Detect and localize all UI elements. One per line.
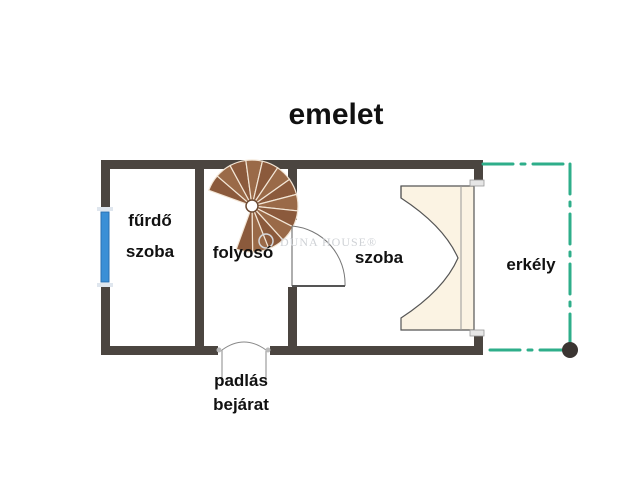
bottom-wall-right (270, 346, 483, 355)
spiral-staircase (208, 159, 299, 253)
room-label: szoba (355, 248, 404, 267)
attic-entrance-door (216, 341, 271, 382)
hall-room-door (291, 225, 346, 287)
stair-center-post (245, 199, 259, 213)
floor-title: emelet (288, 98, 383, 131)
balcony-outline (481, 162, 572, 352)
watermark-text: DUNA HOUSE® (280, 235, 377, 249)
partition-bath-hall (195, 160, 204, 355)
stair-tread (235, 210, 254, 253)
right-wall-bottom (474, 330, 483, 355)
balcony-double-door (400, 179, 485, 337)
bottom-wall-left (101, 346, 218, 355)
attic-entrance-label-line2: bejárat (213, 395, 269, 414)
attic-entrance-label-line1: padlás (214, 371, 268, 390)
bathroom-label-line1: fűrdő (128, 211, 171, 230)
partition-hall-room-bottom (288, 287, 297, 355)
bathroom-window (97, 207, 113, 287)
watermark: DUNA HOUSE® (258, 233, 377, 249)
hall-label: folyosó (213, 243, 273, 262)
bathroom-label-line2: szoba (126, 242, 175, 261)
balcony-corner-post (562, 342, 578, 358)
right-wall-top (474, 160, 483, 186)
balcony-label: erkély (506, 255, 556, 274)
